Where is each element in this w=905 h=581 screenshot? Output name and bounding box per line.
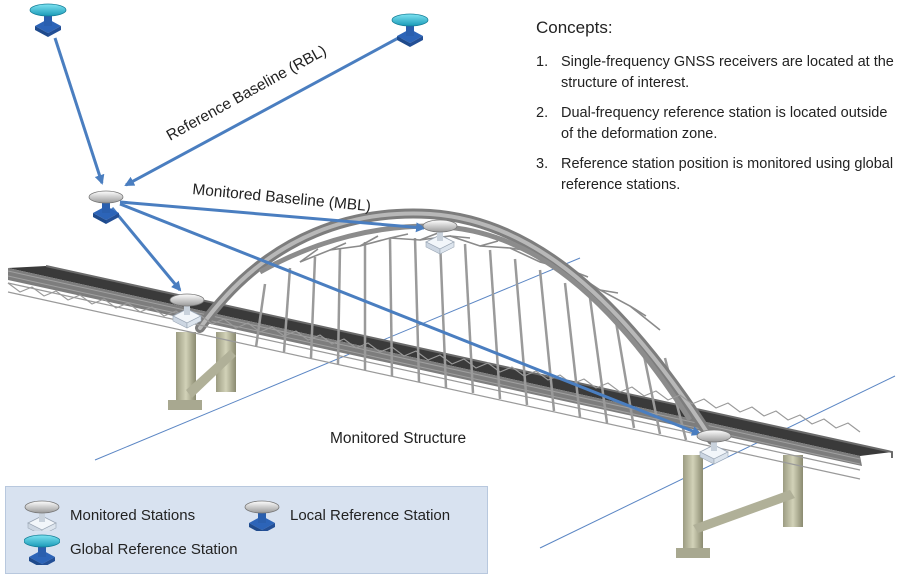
bridge-piers bbox=[168, 332, 803, 558]
mbl-arrow-top bbox=[119, 200, 426, 233]
concept-item: 3. Reference station position is monitor… bbox=[536, 154, 896, 196]
local-reference-station-icon bbox=[88, 190, 124, 225]
concept-text: Dual-frequency reference station is loca… bbox=[561, 105, 888, 142]
concept-item: 2. Dual-frequency reference station is l… bbox=[536, 103, 896, 145]
legend-label-global-reference: Global Reference Station bbox=[70, 540, 238, 558]
mbl-arrow-left bbox=[110, 207, 182, 292]
reference-baseline-label: Reference Baseline (RBL) bbox=[164, 42, 330, 144]
rbl-arrow-right bbox=[124, 34, 403, 187]
monitored-station-icon bbox=[24, 500, 60, 531]
baseline-arrows bbox=[53, 34, 702, 436]
legend-item-global-reference: Global Reference Station bbox=[24, 533, 238, 565]
concepts-title: Concepts: bbox=[536, 18, 613, 37]
concept-number: 3. bbox=[536, 156, 549, 172]
global-reference-station-icon bbox=[24, 534, 60, 565]
global-reference-station-icon bbox=[29, 3, 67, 38]
legend-label-monitored: Monitored Stations bbox=[70, 506, 196, 524]
monitored-structure-label: Monitored Structure bbox=[330, 430, 466, 447]
legend-label-local-reference: Local Reference Station bbox=[290, 506, 451, 524]
legend-item-monitored: Monitored Stations bbox=[24, 499, 195, 531]
bridge-deck bbox=[7, 265, 893, 466]
local-reference-station-icon bbox=[244, 500, 280, 531]
bridge-truss bbox=[7, 282, 861, 480]
bridge-arch bbox=[195, 208, 717, 445]
legend-box: Monitored Stations Local Reference Stati… bbox=[5, 486, 488, 574]
legend-item-local-reference: Local Reference Station bbox=[244, 499, 450, 531]
mbl-arrow-right bbox=[119, 202, 702, 436]
concept-number: 2. bbox=[536, 105, 549, 121]
global-reference-station-icon bbox=[391, 13, 429, 48]
concept-item: 1. Single-frequency GNSS receivers are l… bbox=[536, 52, 896, 94]
concept-number: 1. bbox=[536, 54, 549, 70]
concepts-panel: Concepts: 1. Single-frequency GNSS recei… bbox=[536, 18, 896, 205]
rbl-arrow-left bbox=[53, 37, 105, 185]
concept-text: Single-frequency GNSS receivers are loca… bbox=[561, 54, 894, 91]
concept-text: Reference station position is monitored … bbox=[561, 156, 894, 193]
